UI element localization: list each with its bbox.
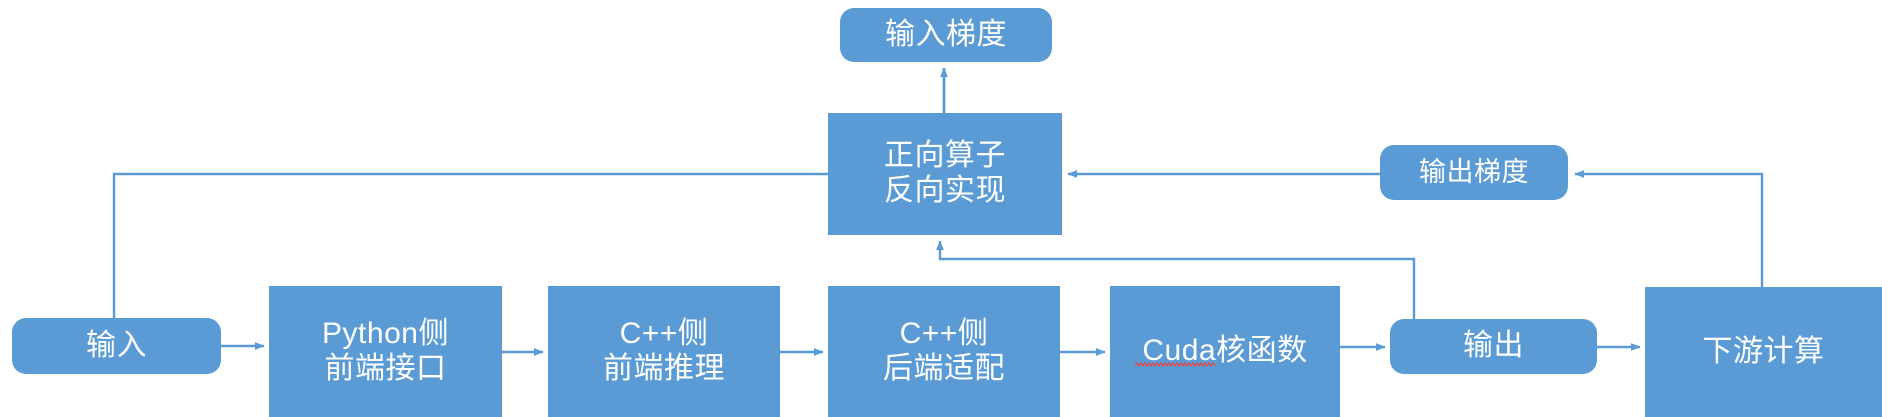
node-forward-op-backward-impl[interactable]: 正向算子 反向实现 — [828, 113, 1062, 235]
node-cuda-kernel-label: Cuda核函数 — [1142, 334, 1308, 368]
spellcheck-underline-icon — [1135, 362, 1215, 367]
node-python-frontend-api-label: Python侧 前端接口 — [322, 316, 449, 385]
node-cpp-frontend-infer-label: C++侧 前端推理 — [603, 316, 725, 385]
node-downstream-compute-label: 下游计算 — [1702, 334, 1825, 368]
node-input-grad[interactable]: 输入梯度 — [840, 8, 1052, 62]
node-cpp-frontend-infer[interactable]: C++侧 前端推理 — [548, 286, 780, 417]
node-input-label: 输入 — [86, 328, 147, 362]
node-output-grad-label: 输出梯度 — [1419, 156, 1529, 187]
node-input-grad-label: 输入梯度 — [885, 17, 1007, 51]
node-cuda-kernel[interactable]: Cuda核函数 — [1110, 286, 1340, 417]
node-downstream-compute[interactable]: 下游计算 — [1645, 287, 1882, 417]
node-cpp-backend-adapt[interactable]: C++侧 后端适配 — [828, 286, 1060, 417]
node-python-frontend-api[interactable]: Python侧 前端接口 — [269, 286, 502, 417]
node-forward-op-backward-impl-label: 正向算子 反向实现 — [884, 139, 1006, 207]
node-input[interactable]: 输入 — [12, 318, 221, 374]
node-cpp-backend-adapt-label: C++侧 后端适配 — [883, 316, 1005, 385]
edge-downstream-to-output-grad — [1574, 170, 1764, 287]
node-output-grad[interactable]: 输出梯度 — [1380, 145, 1568, 200]
node-output-label: 输出 — [1463, 329, 1524, 363]
node-output[interactable]: 输出 — [1390, 319, 1597, 374]
